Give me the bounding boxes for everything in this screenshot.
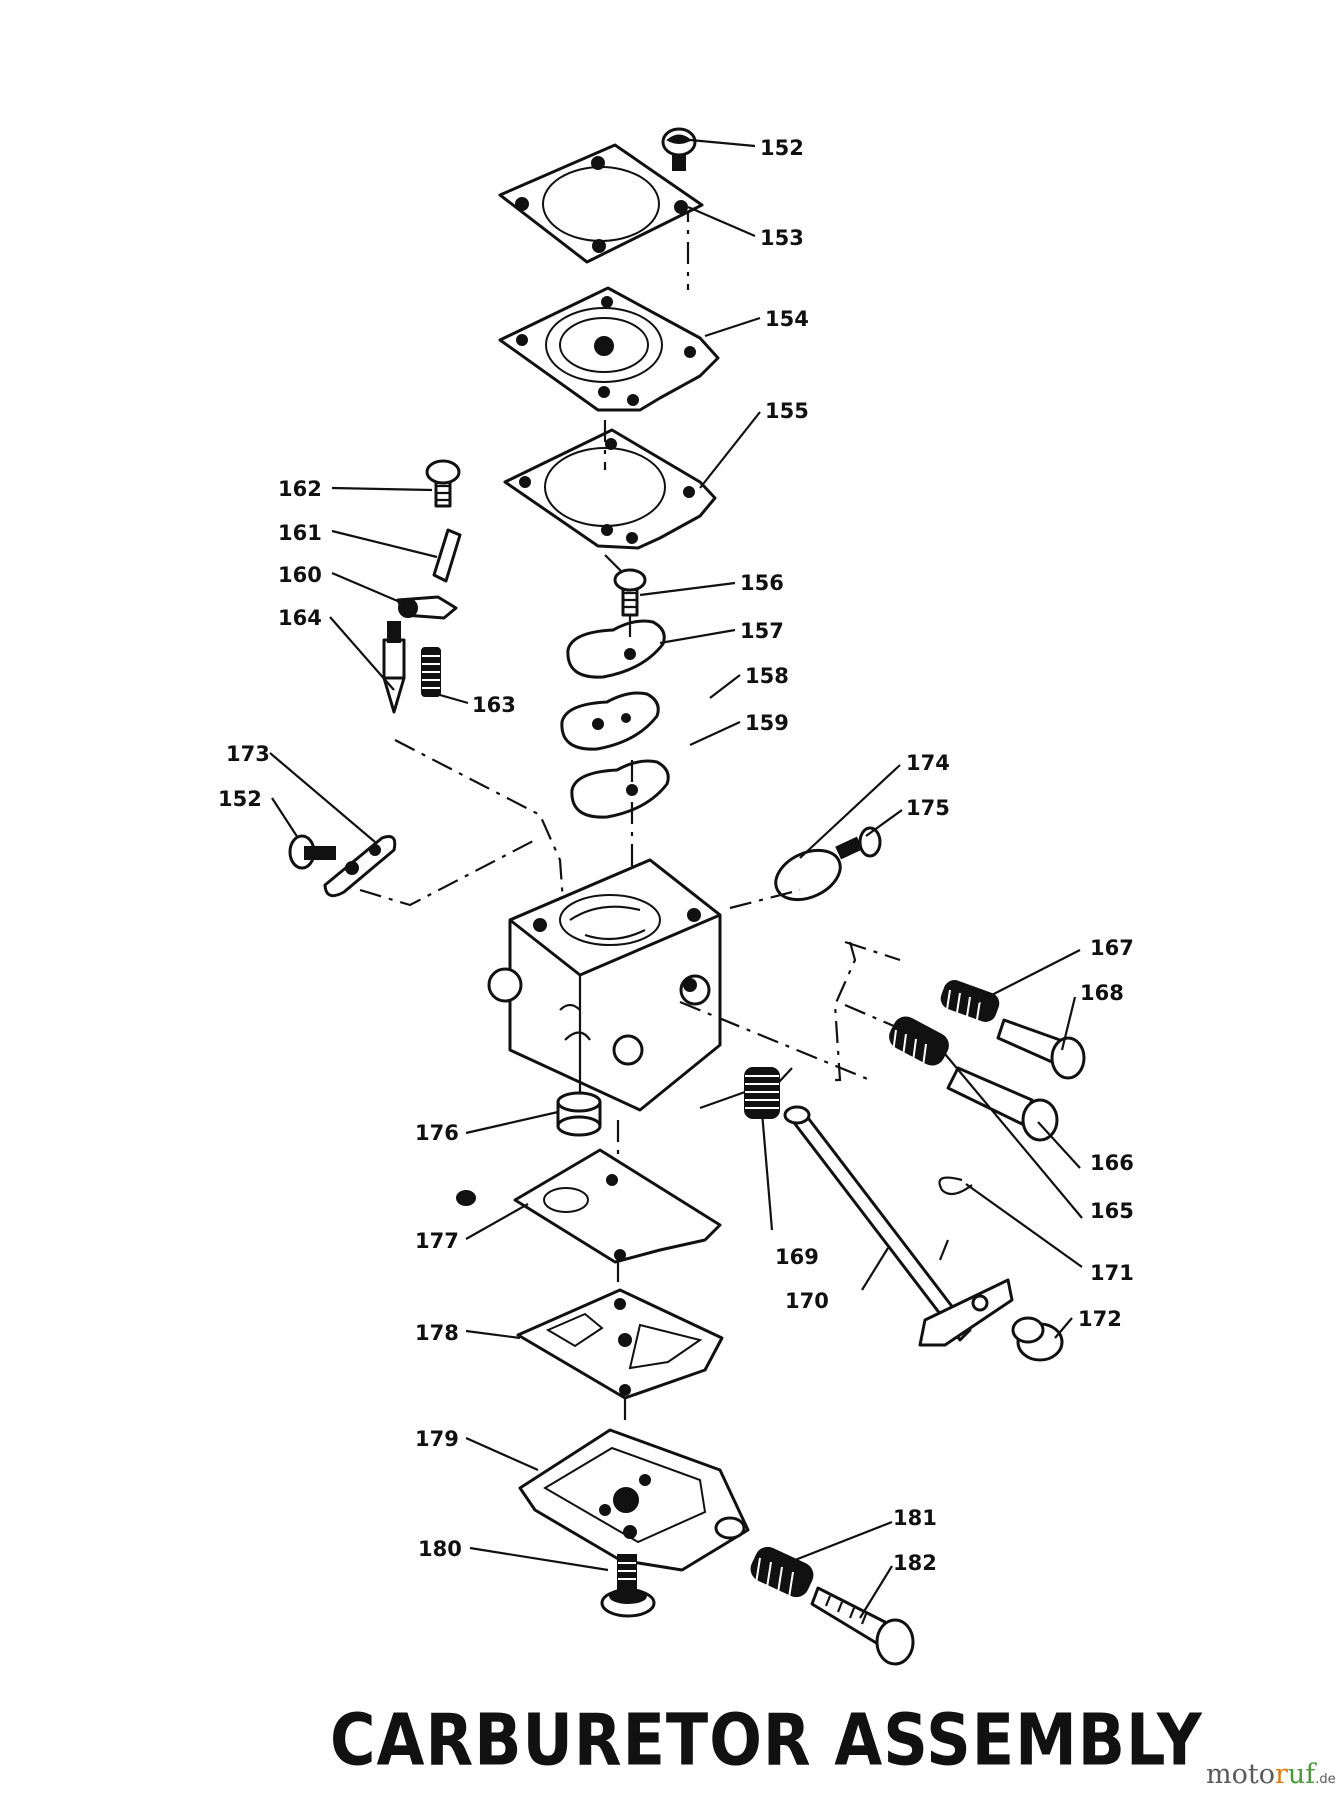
callout-179: 179	[415, 1427, 459, 1451]
part-164-needle	[382, 621, 406, 714]
part-162-screw	[425, 459, 461, 508]
callout-174: 174	[906, 751, 950, 775]
callout-162: 162	[278, 477, 322, 501]
part-179-pump-cover	[518, 1428, 750, 1572]
callout-159: 159	[745, 711, 789, 735]
small-ball	[456, 1190, 476, 1206]
watermark-logo: motoruf.de	[1206, 1760, 1336, 1795]
part-160-lever	[396, 595, 458, 620]
callout-161: 161	[278, 521, 322, 545]
callout-152-side: 152	[218, 787, 262, 811]
callout-166: 166	[1090, 1151, 1134, 1175]
callout-156: 156	[740, 571, 784, 595]
callout-165: 165	[1090, 1199, 1134, 1223]
part-154-diaphragm	[498, 286, 720, 412]
part-181-spring	[750, 1546, 814, 1605]
callout-176: 176	[415, 1121, 459, 1145]
callout-173: 173	[226, 742, 270, 766]
part-158-plate	[560, 691, 660, 751]
part-159-plate	[570, 759, 670, 819]
part-176-filter	[556, 1091, 602, 1137]
watermark-part-3: uf	[1287, 1759, 1316, 1790]
watermark-part-1: moto	[1206, 1759, 1275, 1790]
callout-172: 172	[1078, 1307, 1122, 1331]
part-165-spring	[889, 1016, 949, 1075]
callout-160: 160	[278, 563, 322, 587]
leader-lines	[269, 138, 1083, 1619]
callout-167: 167	[1090, 936, 1134, 960]
watermark-suffix: .de	[1315, 1772, 1336, 1787]
part-167-spring	[940, 980, 1000, 1027]
watermark-part-2: r	[1274, 1759, 1288, 1790]
part-152-top-screw	[661, 127, 697, 171]
callout-labels: 152 153 154 155 156 157 158 159 162 161 …	[218, 136, 1134, 1575]
part-163-spring	[421, 647, 441, 697]
callout-177: 177	[415, 1229, 459, 1253]
part-180-screw	[600, 1554, 656, 1618]
carburetor-body	[487, 858, 722, 1112]
part-171-clip	[938, 1176, 973, 1196]
diagram-title: CARBURETOR ASSEMBLY	[330, 1698, 1203, 1782]
part-173-plate	[323, 835, 397, 898]
callout-178: 178	[415, 1321, 459, 1345]
part-168-screw	[996, 1018, 1086, 1080]
part-170-throttle-shaft	[783, 1105, 1014, 1347]
part-152-side-screw	[288, 834, 336, 870]
part-172-fitting	[1011, 1316, 1064, 1362]
part-178-gasket	[516, 1288, 724, 1400]
part-156-screw	[613, 568, 647, 617]
part-169-spring	[699, 1067, 793, 1119]
callout-171: 171	[1090, 1261, 1134, 1285]
part-177-diaphragm	[513, 1148, 722, 1264]
callout-154: 154	[765, 307, 809, 331]
callout-168: 168	[1080, 981, 1124, 1005]
callout-175: 175	[906, 796, 950, 820]
callout-153: 153	[760, 226, 804, 250]
callout-180: 180	[418, 1537, 462, 1561]
part-174-round-gasket	[774, 848, 842, 902]
callout-169: 169	[775, 1245, 819, 1269]
callout-182: 182	[893, 1551, 937, 1575]
callout-170: 170	[785, 1289, 829, 1313]
part-175-screw	[835, 826, 882, 860]
callout-158: 158	[745, 664, 789, 688]
part-182-needle-screw	[810, 1586, 915, 1666]
callout-155: 155	[765, 399, 809, 423]
part-155-gasket	[503, 428, 717, 550]
callout-181: 181	[893, 1506, 937, 1530]
callout-157: 157	[740, 619, 784, 643]
part-153-cover	[498, 143, 704, 264]
part-161-pin	[432, 528, 462, 583]
part-157-plate	[566, 619, 666, 679]
callout-152-top: 152	[760, 136, 804, 160]
callout-164: 164	[278, 606, 322, 630]
callout-163: 163	[472, 693, 516, 717]
